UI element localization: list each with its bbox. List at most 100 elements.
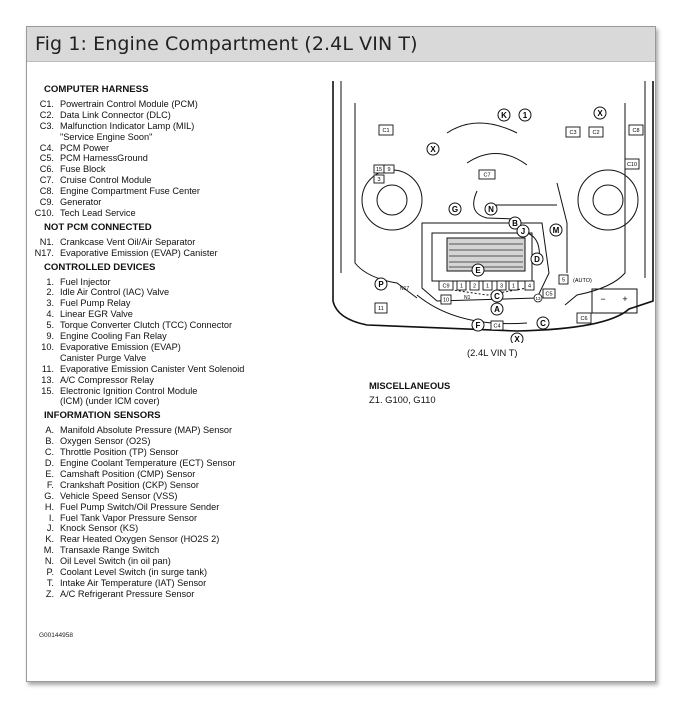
legend-item: I.Fuel Tank Vapor Pressure Sensor [27, 513, 327, 524]
connector-box-3: 3 [496, 280, 507, 291]
legend-code: 3. [46, 298, 54, 309]
legend-item: C10.Tech Lead Service [27, 208, 327, 219]
connector-label: C8 [632, 128, 639, 134]
battery [591, 288, 638, 314]
legend-code: C7. [39, 175, 54, 186]
component-marker-c: C [490, 289, 504, 303]
valve-cover [446, 237, 526, 272]
legend-item: C5.PCM HarnessGround [27, 153, 327, 164]
legend-code: 13. [41, 374, 54, 385]
legend-code: C10. [34, 207, 54, 218]
legend-item: C.Throttle Position (TP) Sensor [27, 447, 327, 458]
connector-label: 3 [377, 177, 380, 183]
legend-code: 2. [46, 287, 54, 298]
legend-item: C3. Malfunction Indicator Lamp (MIL) [27, 121, 327, 132]
connector-box-c7: C7 [478, 169, 496, 180]
left-strut-tower [361, 169, 423, 231]
legend-item: 4.Linear EGR Valve [27, 309, 327, 320]
legend-code: C3. [39, 120, 54, 131]
legend-description: Oxygen Sensor (O2S) [60, 436, 151, 447]
legend-item: C9. Generator [27, 197, 327, 208]
legend-item: K.Rear Heated Oxygen Sensor (HO2S 2) [27, 534, 327, 545]
connector-box-c6: C6 [576, 312, 592, 324]
legend-description: Evaporative Emission Canister Vent Solen… [60, 363, 245, 374]
marker-label: 1 [523, 111, 528, 120]
legend-item: C4.PCM Power [27, 143, 327, 154]
legend-description: Malfunction Indicator Lamp (MIL) [60, 120, 195, 131]
legend-item: 2. Idle Air Control (IAC) Valve [27, 287, 327, 298]
legend-item: B. Oxygen Sensor (O2S) [27, 436, 327, 447]
component-marker-e: E [471, 263, 485, 277]
connector-box-3: 3 [373, 174, 385, 184]
connector-label: C7 [483, 173, 490, 179]
legend-description: Fuse Block [60, 164, 106, 175]
legend-code: J. [46, 523, 54, 534]
legend-code: 15. [41, 385, 54, 396]
legend-code: C. [44, 447, 54, 458]
legend-code: B. [45, 436, 54, 447]
component-marker-1: 1 [518, 108, 532, 122]
legend-description: Evaporative Emission (EVAP) [60, 341, 181, 352]
marker-label: F [476, 321, 481, 330]
connector-box-c9: C9 [438, 280, 454, 291]
legend-code: C9. [39, 197, 54, 208]
legend-item: M.Transaxle Range Switch [27, 545, 327, 556]
legend-code: N17. [34, 247, 54, 258]
marker-13-label: 13 [535, 296, 541, 301]
legend-subtext: "Service Engine Soon" [60, 131, 153, 142]
legend-description: Idle Air Control (IAC) Valve [60, 287, 170, 298]
legend-description: Generator [60, 197, 102, 208]
legend-code: C6. [39, 164, 54, 175]
connector-box-9: 9 [383, 164, 395, 174]
connector-box-c5: C5 [542, 288, 556, 299]
legend-item: 13. A/C Compressor Relay [27, 375, 327, 386]
connector-box-5: 5 [558, 274, 569, 285]
legend-code: C1. [39, 98, 54, 109]
legend-description: Data Link Connector (DLC) [60, 109, 171, 120]
legend-code: A. [45, 425, 54, 436]
legend-code: C8. [39, 186, 54, 197]
legend-code: N. [44, 556, 54, 567]
legend-description: Fuel Injector [60, 276, 111, 287]
legend-description: Manifold Absolute Pressure (MAP) Sensor [60, 425, 233, 436]
legend-description: Cruise Control Module [60, 175, 152, 186]
marker-label: C [494, 292, 500, 301]
legend-item: 5.Torque Converter Clutch (TCC) Connecto… [27, 320, 327, 331]
component-marker-k: K [497, 108, 511, 122]
legend-description: Engine Compartment Fuse Center [60, 186, 200, 197]
inner-fender-left [354, 103, 418, 299]
legend-item: F.Crankshaft Position (CKP) Sensor [27, 480, 327, 491]
legend-item: 11.Evaporative Emission Canister Vent So… [27, 364, 327, 375]
legend-description: Engine Cooling Fan Relay [60, 331, 167, 342]
component-marker-m: M [549, 223, 563, 237]
component-marker-x: X [510, 332, 524, 343]
legend-code: 4. [46, 309, 54, 320]
component-marker-d: D [530, 252, 544, 266]
legend-description: Crankcase Vent Oil/Air Separator [60, 236, 196, 247]
legend-item: G.Vehicle Speed Sensor (VSS) [27, 491, 327, 502]
section-heading: COMPUTER HARNESS [44, 84, 149, 95]
legend-item: P.Coolant Level Switch (in surge tank) [27, 567, 327, 578]
legend-code: Z. [45, 588, 54, 599]
connector-box-4: 4 [524, 280, 535, 291]
marker-label: X [597, 109, 603, 118]
legend-description: A/C Compressor Relay [60, 374, 154, 385]
legend-description: PCM Power [60, 142, 110, 153]
legend-description: Evaporative Emission (EVAP) Canister [60, 247, 218, 258]
marker-13 [533, 293, 543, 303]
connector-label: 11 [378, 306, 384, 312]
figure-frame: Fig 1: Engine Compartment (2.4L VIN T) C… [26, 26, 656, 682]
legend-description: Intake Air Temperature (IAT) Sensor [60, 577, 207, 588]
battery-positive-terminal: + [622, 294, 627, 304]
legend-subtext: (ICM) (under ICM cover) [60, 396, 160, 407]
marker-label: P [378, 280, 384, 289]
marker-label: G [452, 205, 458, 214]
component-marker-n: N [484, 202, 498, 216]
component-marker-x: X [426, 142, 440, 156]
connector-box-c2: C2 [588, 126, 604, 138]
section-heading: INFORMATION SENSORS [44, 410, 161, 422]
